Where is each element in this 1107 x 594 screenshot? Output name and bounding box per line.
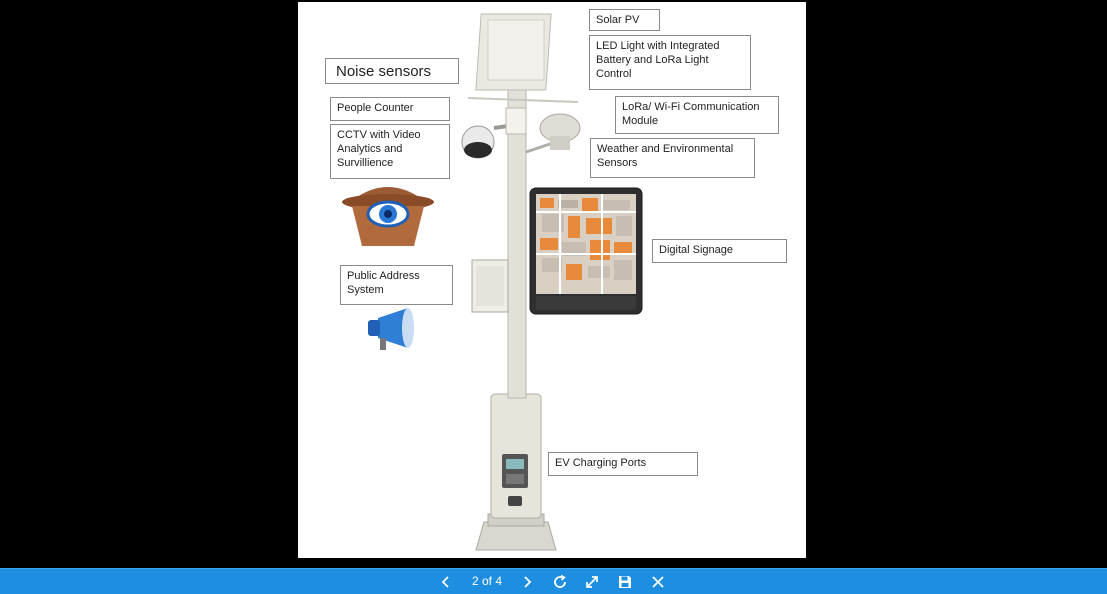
save-icon [619, 575, 631, 588]
rotate-icon [554, 574, 566, 588]
next-page-button[interactable] [514, 569, 540, 594]
previous-page-button[interactable] [433, 569, 459, 594]
rotate-button[interactable] [547, 569, 573, 594]
spy-surveillance-icon [342, 187, 434, 246]
expand-icon [586, 575, 598, 588]
label-noise-sensors: Noise sensors [325, 58, 459, 84]
expand-button[interactable] [579, 569, 605, 594]
document-viewer: Solar PV LED Light with Integrated Batte… [298, 2, 806, 558]
megaphone-icon [368, 308, 414, 350]
label-solar-pv: Solar PV [589, 9, 660, 31]
close-icon [652, 575, 664, 588]
label-people-counter: People Counter [330, 97, 450, 121]
viewer-toolbar: 2 of 4 [0, 568, 1107, 594]
slide-page: Solar PV LED Light with Integrated Batte… [298, 2, 806, 558]
page-indicator: 2 of 4 [471, 574, 503, 588]
label-public-address: Public Address System [340, 265, 453, 305]
label-led-light: LED Light with Integrated Battery and Lo… [589, 35, 751, 90]
label-ev-charging: EV Charging Ports [548, 452, 698, 476]
close-button[interactable] [645, 569, 671, 594]
chevron-right-icon [524, 575, 532, 588]
label-weather: Weather and Environmental Sensors [590, 138, 755, 178]
label-lora-wifi: LoRa/ Wi-Fi Communication Module [615, 96, 779, 134]
save-button[interactable] [612, 569, 638, 594]
label-digital-signage: Digital Signage [652, 239, 787, 263]
chevron-left-icon [441, 575, 449, 588]
label-cctv: CCTV with Video Analytics and Survillien… [330, 124, 450, 179]
smart-pole-illustration [342, 13, 643, 551]
